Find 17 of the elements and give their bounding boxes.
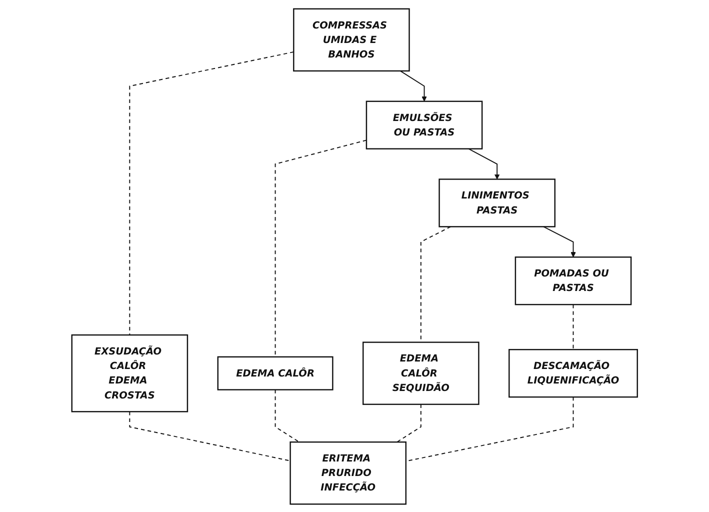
node-box: EMULSÕES OU PASTAS [366, 100, 483, 149]
node-box: EDEMA CALÔR SEQUIDÃO [362, 341, 480, 404]
connector [129, 410, 291, 461]
arrow [400, 70, 427, 102]
node-box: EXSUDAÇÃO CALÔR EDEMA CROSTAS [71, 334, 188, 412]
node-box: EDEMA CALÔR [217, 356, 334, 390]
connector [274, 139, 367, 357]
arrow [542, 226, 576, 257]
node-box: ERITEMA PRURIDO INFECÇÃO [290, 440, 406, 504]
node-box: POMADAS OU PASTAS [514, 256, 632, 305]
connector [572, 304, 574, 350]
connector [420, 226, 452, 342]
connector [274, 388, 300, 442]
arrow [468, 148, 500, 179]
node-box: DESCAMAÇÃO LIQUENIFICAÇÃO [508, 348, 638, 398]
node-box: COMPRESSAS UMIDAS E BANHOS [292, 8, 410, 72]
node-box: LINIMENTOS PASTAS [438, 178, 556, 227]
